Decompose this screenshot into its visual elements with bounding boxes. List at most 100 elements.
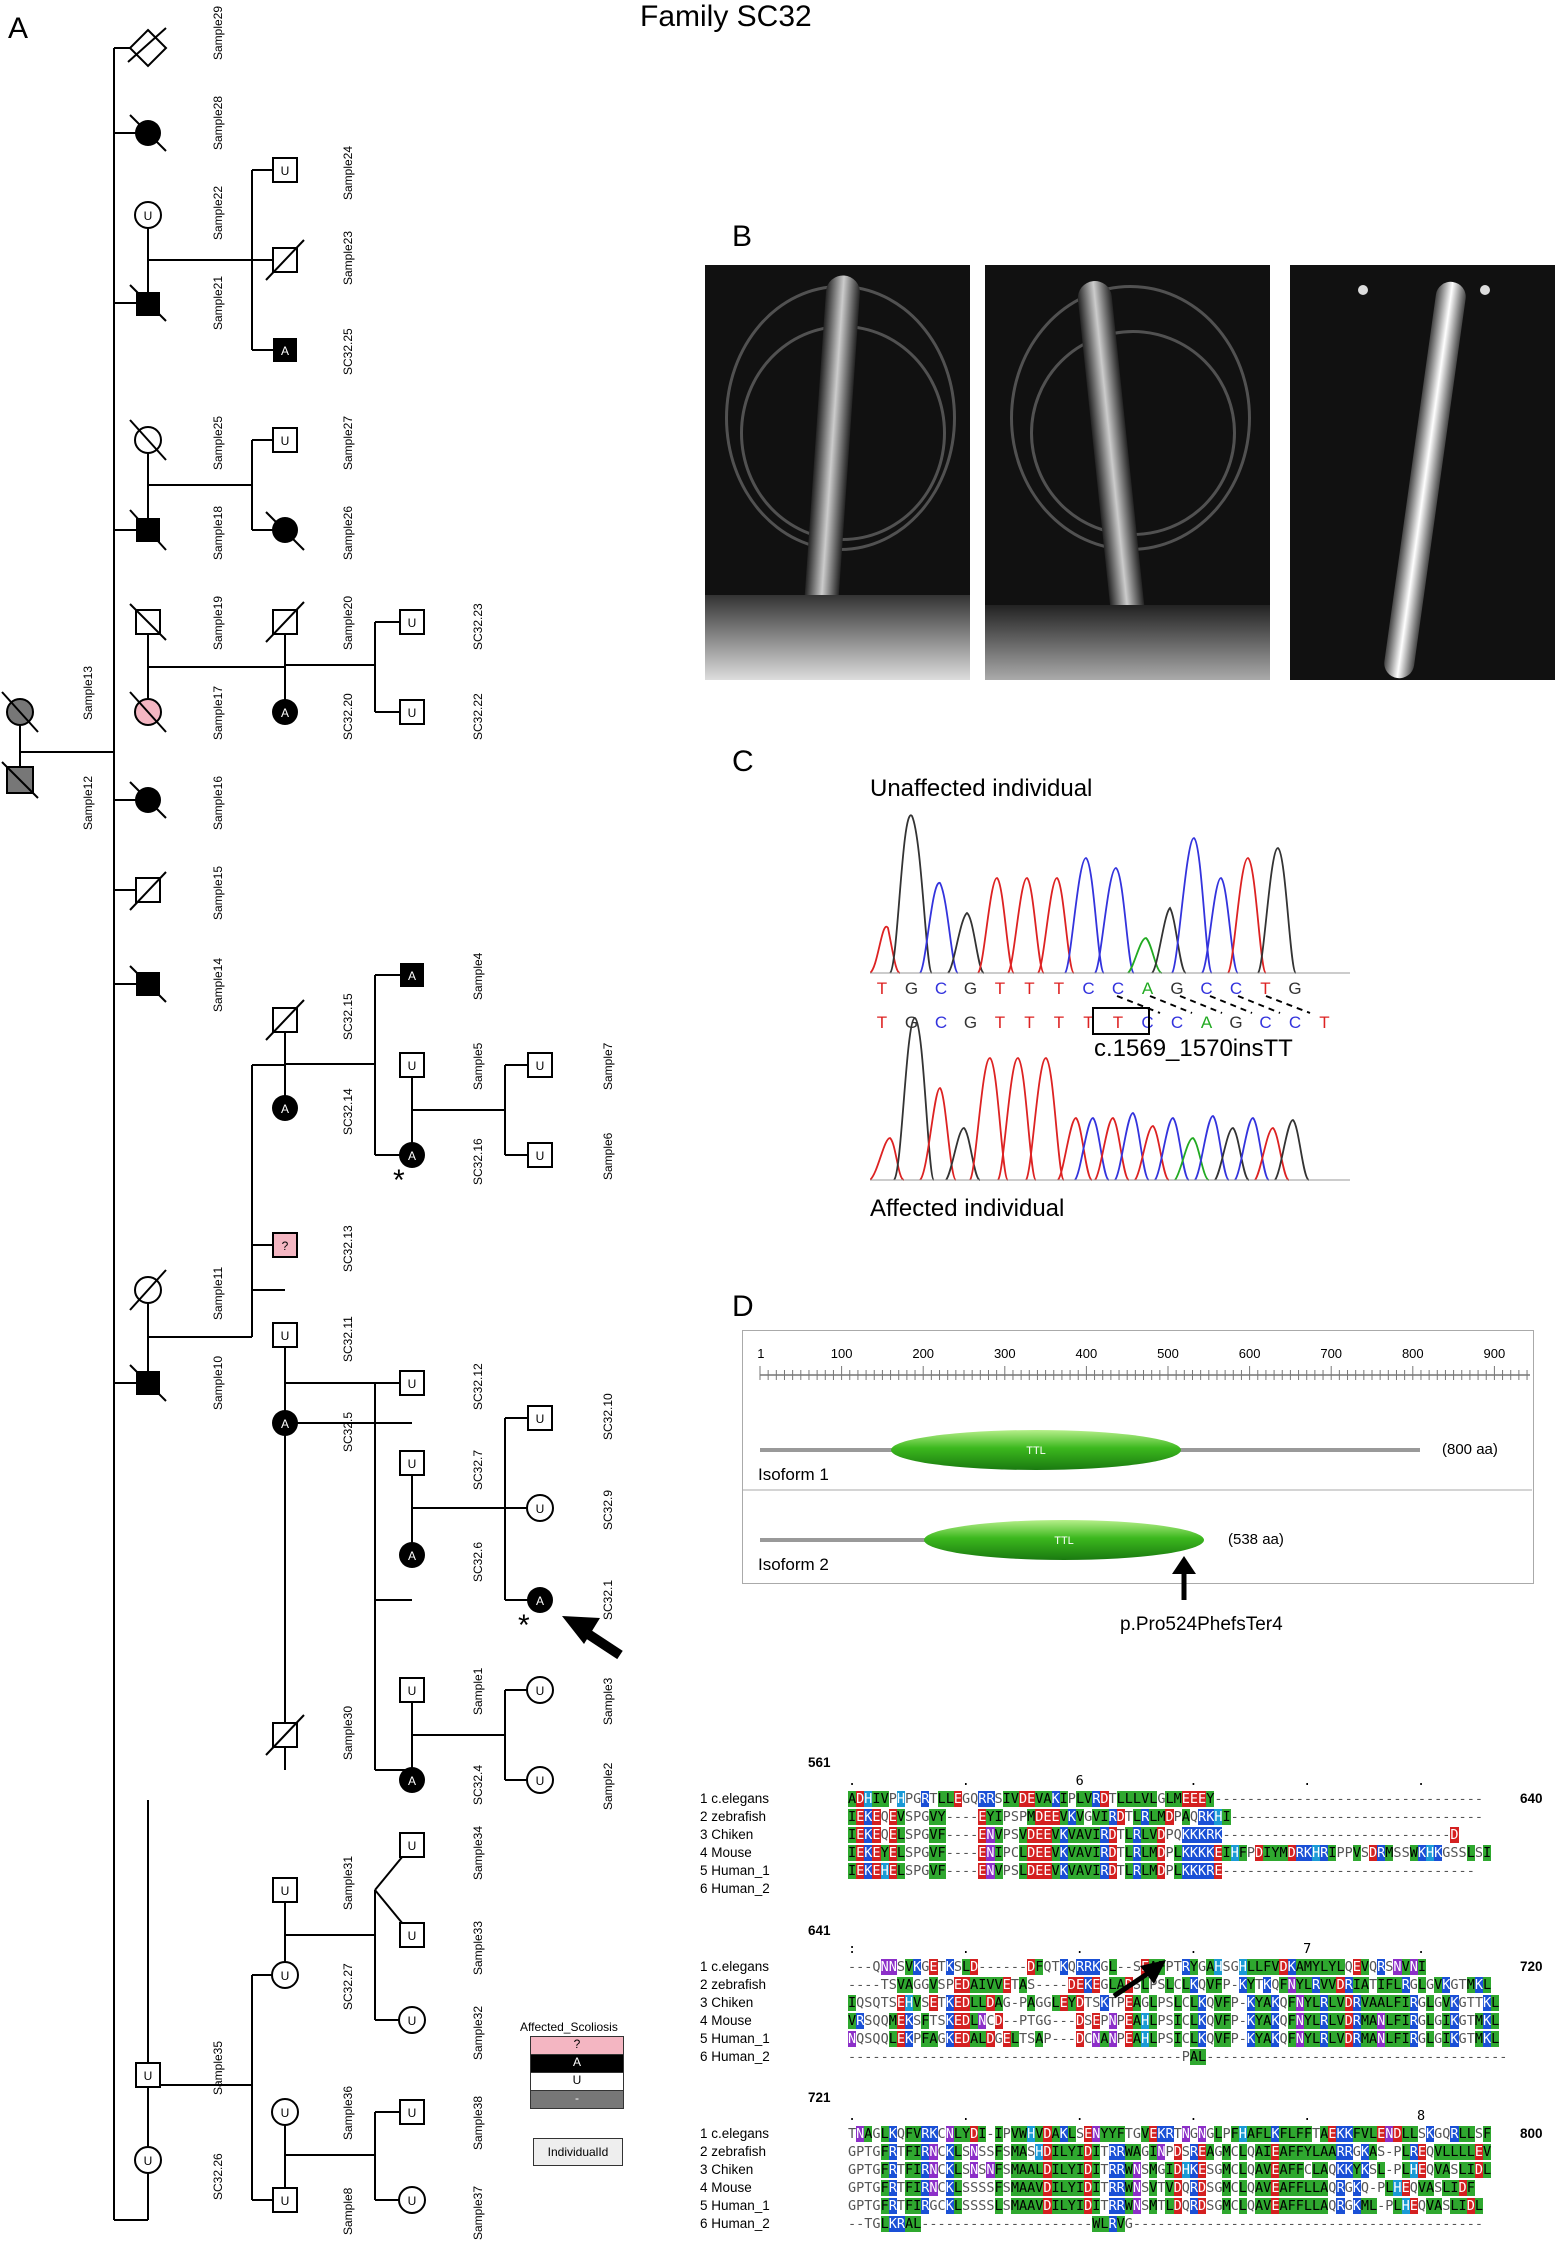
label-sample1: Sample1: [471, 1667, 485, 1715]
label-sample35: Sample35: [211, 2041, 225, 2095]
xray-image-1: [705, 265, 970, 680]
label-sample19: Sample19: [211, 596, 225, 650]
individual-sample1: U: [399, 1677, 425, 1703]
sequence: GPTGFRTFIRNCKLSSSSFSMAAVDILYIDITRRWNSVTV…: [848, 2180, 1475, 2196]
ruler-label: 1: [757, 1346, 764, 1361]
variant-label: p.Pro524PhefsTer4: [1120, 1614, 1283, 1635]
svg-text:U: U: [408, 1839, 417, 1853]
individual-sample18: [129, 509, 167, 551]
label-sc32-4: SC32.4: [471, 1765, 485, 1805]
species-label: 4 Mouse: [700, 2013, 752, 2028]
ref-base: C: [1112, 979, 1124, 998]
individual-sample4: A: [400, 963, 424, 987]
sequence: IEKEQELSPGVF----ENVPSVDEEVKVAVIRDTLRLVDP…: [848, 1827, 1459, 1843]
species-label: 5 Human_1: [700, 1863, 770, 1878]
panel-letter-b: B: [732, 220, 753, 253]
block1-marks: . . 6 . . .: [848, 1773, 1426, 1789]
mutation-label: c.1569_1570insTT: [1094, 1035, 1293, 1062]
svg-text:A: A: [408, 969, 416, 983]
individual-sample6: U: [527, 1142, 553, 1168]
label-sample28: Sample28: [211, 96, 225, 150]
label-sc32-9: SC32.9: [601, 1490, 615, 1530]
ruler-label: 200: [912, 1346, 934, 1361]
individual-sc32-16: A: [399, 1142, 425, 1168]
xray-image-3: [1290, 265, 1555, 680]
svg-text:A: A: [536, 1594, 544, 1608]
label-sample14: Sample14: [211, 958, 225, 1012]
shift-lines: [1116, 995, 1311, 1014]
ref-base: T: [877, 979, 887, 998]
individual-sample3: U: [526, 1676, 554, 1704]
individual-sample26: [265, 511, 305, 551]
block3-marks: . . . . . 8: [848, 2108, 1426, 2124]
individual-sample8: U: [272, 2187, 298, 2213]
sequence: ---QNNSVKGETKSLD------DFQTKQRRKGL--SEAFP…: [848, 1959, 1426, 1975]
svg-text:U: U: [408, 616, 417, 630]
label-sample26: Sample26: [341, 506, 355, 560]
block3-end: 800: [1520, 2126, 1543, 2141]
block1-end: 640: [1520, 1791, 1543, 1806]
svg-text:U: U: [536, 1684, 545, 1698]
individual-sc32-26: U: [134, 2146, 162, 2174]
label-sample13: Sample13: [81, 666, 95, 720]
alignment-row: 5 Human_1 IEKEHELSPGVF----ENVPSLDEEVKVAVI…: [700, 1862, 1491, 1880]
alignment-row: 6 Human_2--TGLKRAL---------------------W…: [700, 2215, 1491, 2233]
individual-sample30: [265, 1714, 305, 1756]
insertion-box: [1092, 1007, 1150, 1035]
mut-base: T: [1024, 1013, 1034, 1032]
mut-base: G: [964, 1013, 977, 1032]
mut-base: T: [1319, 1013, 1329, 1032]
svg-text:U: U: [408, 706, 417, 720]
individual-sample17: [129, 691, 167, 733]
unaffected-label: Unaffected individual: [870, 775, 1093, 802]
svg-text:U: U: [536, 1412, 545, 1426]
svg-text:A: A: [408, 1149, 416, 1163]
isoform2-length: (538 aa): [1228, 1531, 1284, 1548]
ruler-label: 700: [1320, 1346, 1342, 1361]
individual-sample2: U: [526, 1766, 554, 1794]
label-sc32-16: SC32.16: [471, 1138, 485, 1185]
sequence: ----TSVAGGVSPEDAIVVETAS----DEKEGLADSLPSL…: [848, 1977, 1492, 1993]
mut-base: C: [935, 1013, 947, 1032]
label-sc32-5: SC32.5: [341, 1412, 355, 1452]
mut-base: C: [1289, 1013, 1301, 1032]
founder-sample13: [1, 691, 39, 733]
label-sample7: Sample7: [601, 1042, 615, 1090]
svg-text:U: U: [281, 2106, 290, 2120]
label-sc32-23: SC32.23: [471, 603, 485, 650]
individual-sample16: [129, 781, 167, 819]
asterisk-sc32-16: *: [393, 1164, 405, 1197]
label-sc32-25: SC32.25: [341, 328, 355, 375]
individual-sample31: U: [272, 1877, 298, 1903]
individual-sample24: U: [272, 157, 298, 183]
label-sc32-7: SC32.7: [471, 1450, 485, 1490]
svg-text:A: A: [281, 344, 289, 358]
individual-sc32-9: U: [526, 1494, 554, 1522]
ruler-label: 500: [1157, 1346, 1179, 1361]
species-label: 4 Mouse: [700, 1845, 752, 1860]
label-sample15: Sample15: [211, 866, 225, 920]
individual-sc32-14: A: [272, 1095, 298, 1121]
sequence: GPTGFRTFIRNCKLSNSNFSMAALDILYIDITRRWNSMGI…: [848, 2162, 1492, 2178]
sequence: ----------------------------------------…: [848, 2049, 1508, 2065]
svg-text:U: U: [408, 1377, 417, 1391]
label-sample38: Sample38: [471, 2096, 485, 2150]
svg-text:U: U: [281, 2194, 290, 2208]
affected-label: Affected individual: [870, 1195, 1065, 1222]
sequence: IEKEHELSPGVF----ENVPSLDEEVKVAVIRDTLRLMDP…: [848, 1863, 1475, 1879]
label-sample5: Sample5: [471, 1042, 485, 1090]
isoform1-label: Isoform 1: [758, 1465, 829, 1484]
ref-base: G: [964, 979, 977, 998]
individual-sample7: U: [527, 1052, 553, 1078]
xray-image-2: [985, 265, 1270, 680]
species-label: 5 Human_1: [700, 2031, 770, 2046]
unaffected-trace: [870, 814, 1297, 974]
ref-base: C: [935, 979, 947, 998]
individual-sc32-4: A: [399, 1767, 425, 1793]
